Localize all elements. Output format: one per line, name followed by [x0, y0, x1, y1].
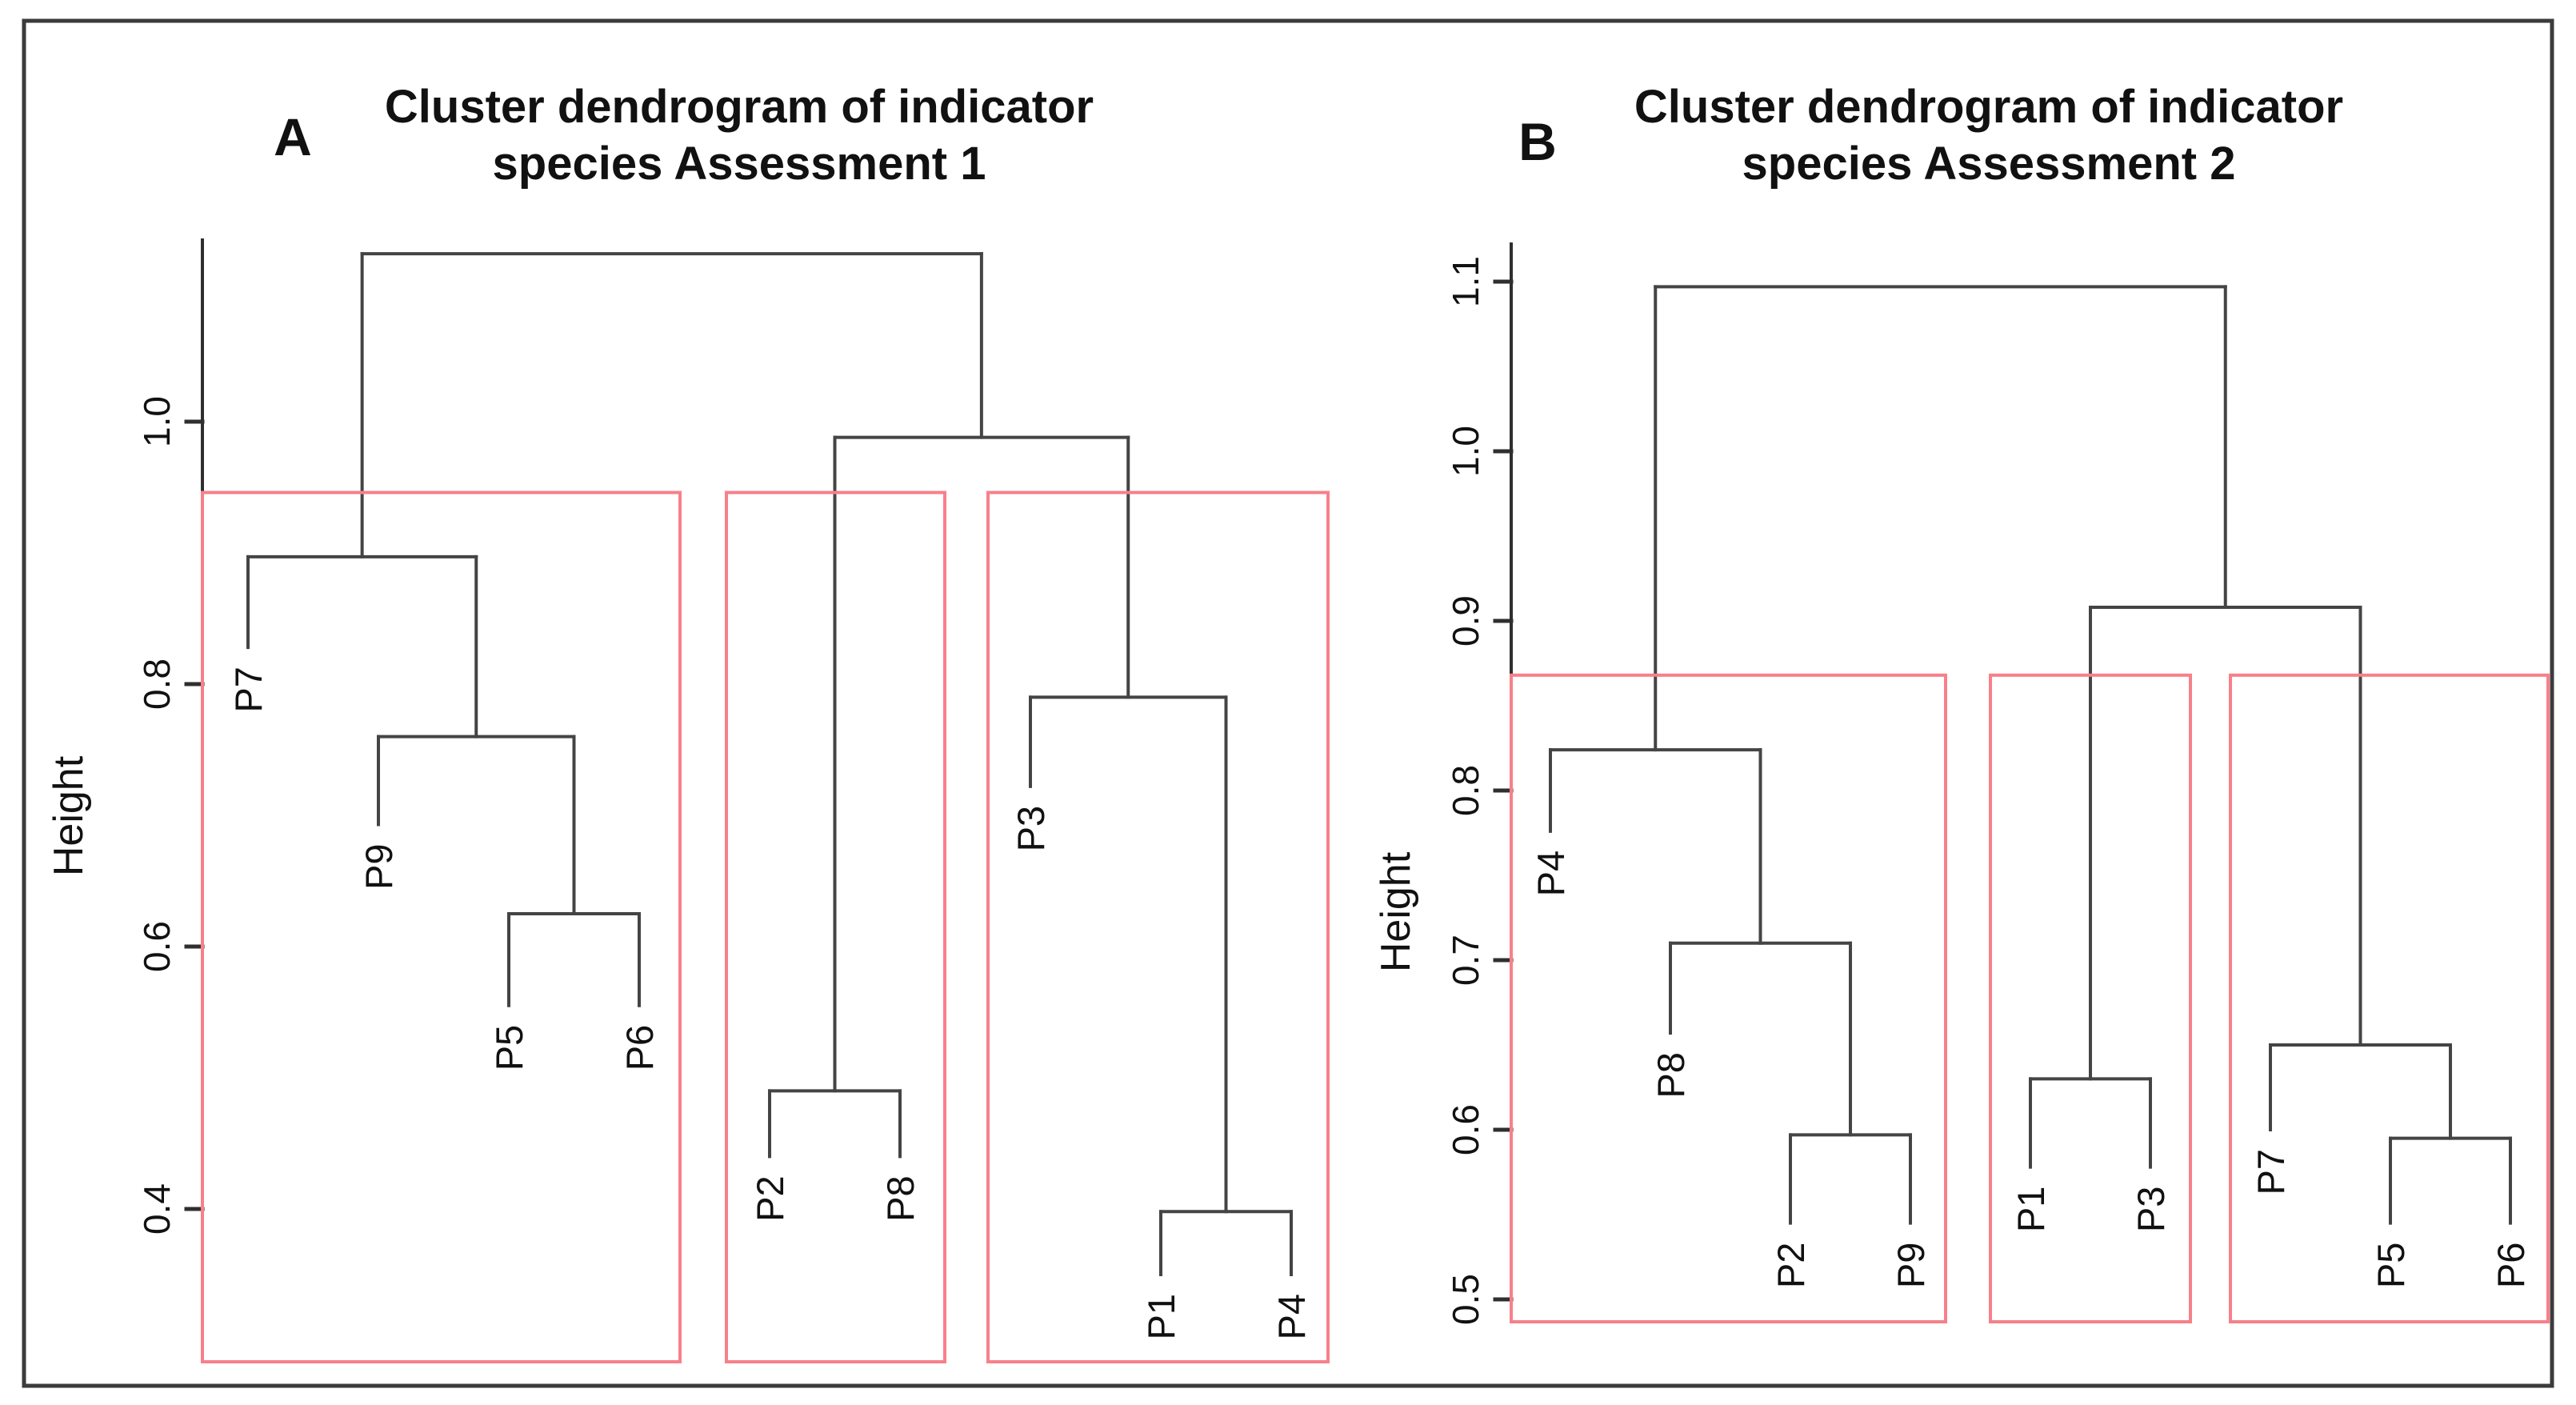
cluster-cut-box-A-2: [725, 490, 946, 1363]
leaf-label-A-P5: P5: [488, 1025, 530, 1071]
leaf-label-A-P8: P8: [879, 1175, 922, 1222]
y-tick-label-B-0.5: 0.5: [1445, 1274, 1486, 1325]
y-tick-label-B-0.7: 0.7: [1445, 935, 1486, 986]
cluster-cut-box-B-1: [1510, 673, 1947, 1323]
y-tick-label-A-0.6: 0.6: [136, 921, 178, 972]
panel-b-ylabel: Height: [1373, 851, 1419, 972]
y-tick-label-B-0.9: 0.9: [1445, 595, 1486, 646]
leaf-label-A-P1: P1: [1140, 1294, 1182, 1340]
panel-a-title-line1: Cluster dendrogram of indicator: [385, 81, 1094, 133]
leaf-label-A-P7: P7: [227, 666, 270, 713]
panel-a-letter: A: [274, 107, 312, 166]
leaf-label-A-P9: P9: [358, 843, 400, 890]
leaf-label-B-P4: P4: [1530, 851, 1572, 897]
y-tick-label-B-0.8: 0.8: [1445, 765, 1486, 816]
y-tick-label-B-1.1: 1.1: [1445, 256, 1486, 307]
cluster-cut-box-B-2: [1989, 673, 2192, 1323]
cluster-cut-box-A-3: [986, 490, 1330, 1363]
leaf-label-B-P8: P8: [1650, 1052, 1692, 1099]
leaf-label-B-P6: P6: [2490, 1243, 2532, 1289]
leaf-label-A-P4: P4: [1270, 1294, 1313, 1340]
cluster-cut-box-A-1: [201, 490, 682, 1363]
leaf-label-B-P2: P2: [1770, 1243, 1812, 1289]
leaf-label-B-P9: P9: [1890, 1243, 1932, 1289]
cluster-cut-box-B-3: [2229, 673, 2550, 1323]
leaf-label-A-P6: P6: [618, 1025, 661, 1071]
y-tick-label-B-1.0: 1.0: [1445, 426, 1486, 477]
leaf-label-B-P3: P3: [2130, 1187, 2172, 1233]
figure-border: [22, 18, 2554, 1388]
leaf-label-B-P7: P7: [2250, 1149, 2292, 1195]
y-tick-label-A-1.0: 1.0: [136, 396, 178, 447]
leaf-label-B-P1: P1: [2010, 1187, 2052, 1233]
panel-a-ylabel: Height: [46, 755, 92, 876]
panel-a-title-line2: species Assessment 1: [493, 138, 986, 190]
panel-b-letter: B: [1518, 112, 1557, 171]
panel-b-title-line1: Cluster dendrogram of indicator: [1634, 81, 2343, 133]
leaf-label-B-P5: P5: [2370, 1243, 2412, 1289]
y-tick-label-A-0.4: 0.4: [136, 1183, 178, 1235]
panel-b-title-line2: species Assessment 2: [1742, 138, 2236, 190]
y-tick-label-A-0.8: 0.8: [136, 658, 178, 710]
y-tick-label-B-0.6: 0.6: [1445, 1104, 1486, 1155]
leaf-label-A-P3: P3: [1010, 806, 1052, 851]
leaf-label-A-P2: P2: [749, 1175, 791, 1222]
